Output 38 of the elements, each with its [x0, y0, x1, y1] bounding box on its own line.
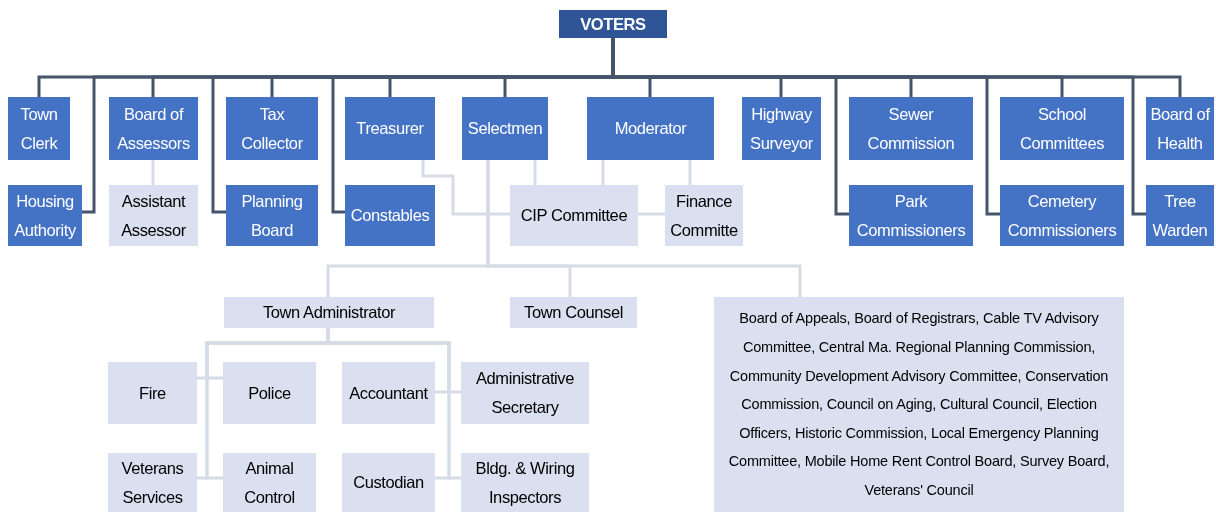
office-box: Tree Warden: [1146, 185, 1214, 246]
office-box: Highway Surveyor: [742, 97, 821, 160]
connector-line: [601, 160, 605, 185]
office-box: CIP Committee: [510, 185, 638, 246]
office-box: Town Counsel: [510, 297, 637, 328]
office-box: Accountant: [342, 362, 435, 424]
connector-line: [151, 160, 155, 185]
connector-line: [421, 160, 510, 216]
office-box: Treasurer: [345, 97, 435, 160]
connector-line: [638, 212, 665, 216]
office-box: Moderator: [587, 97, 714, 160]
office-box: Police: [223, 362, 316, 424]
office-box: Administrative Secretary: [461, 362, 589, 424]
office-box: Selectmen: [462, 97, 548, 160]
office-box: Fire: [108, 362, 197, 424]
office-box: Tax Collector: [226, 97, 318, 160]
office-box: Custodian: [342, 453, 435, 512]
office-box: Veterans Services: [108, 453, 197, 512]
office-box: Board of Appeals, Board of Registrars, Cable TV Advisory Committee, Central Ma. Regional Planning Commission, Community Development Advisory Committee, Conservation Commission, Council on Aging, Cultural Council, Election Officers, Historic Commission, Local Emergency Planning Committee, Mobile Home Rent Control Board, Survey Board, Veterans' Council: [714, 297, 1124, 512]
connector-line: [533, 160, 537, 185]
office-box: Constables: [345, 185, 435, 246]
office-box: Sewer Commission: [849, 97, 973, 160]
office-box: Housing Authority: [8, 185, 82, 246]
office-box: Park Commissioners: [849, 185, 973, 246]
office-box: Town Administrator: [224, 297, 434, 328]
office-box: Animal Control: [223, 453, 316, 512]
office-box: Planning Board: [226, 185, 318, 246]
office-box: Cemetery Commissioners: [1000, 185, 1124, 246]
office-box: Town Clerk: [8, 97, 70, 160]
office-box: Finance Committe: [665, 185, 743, 246]
connector-line: [486, 160, 802, 297]
office-box: School Committees: [1000, 97, 1124, 160]
office-box: Board of Health: [1146, 97, 1214, 160]
title-box: VOTERS: [559, 10, 667, 38]
office-box: Bldg. & Wiring Inspectors: [461, 453, 589, 512]
office-box: Assistant Assessor: [109, 185, 198, 246]
connector-line: [688, 160, 692, 185]
office-box: Board of Assessors: [109, 97, 198, 160]
